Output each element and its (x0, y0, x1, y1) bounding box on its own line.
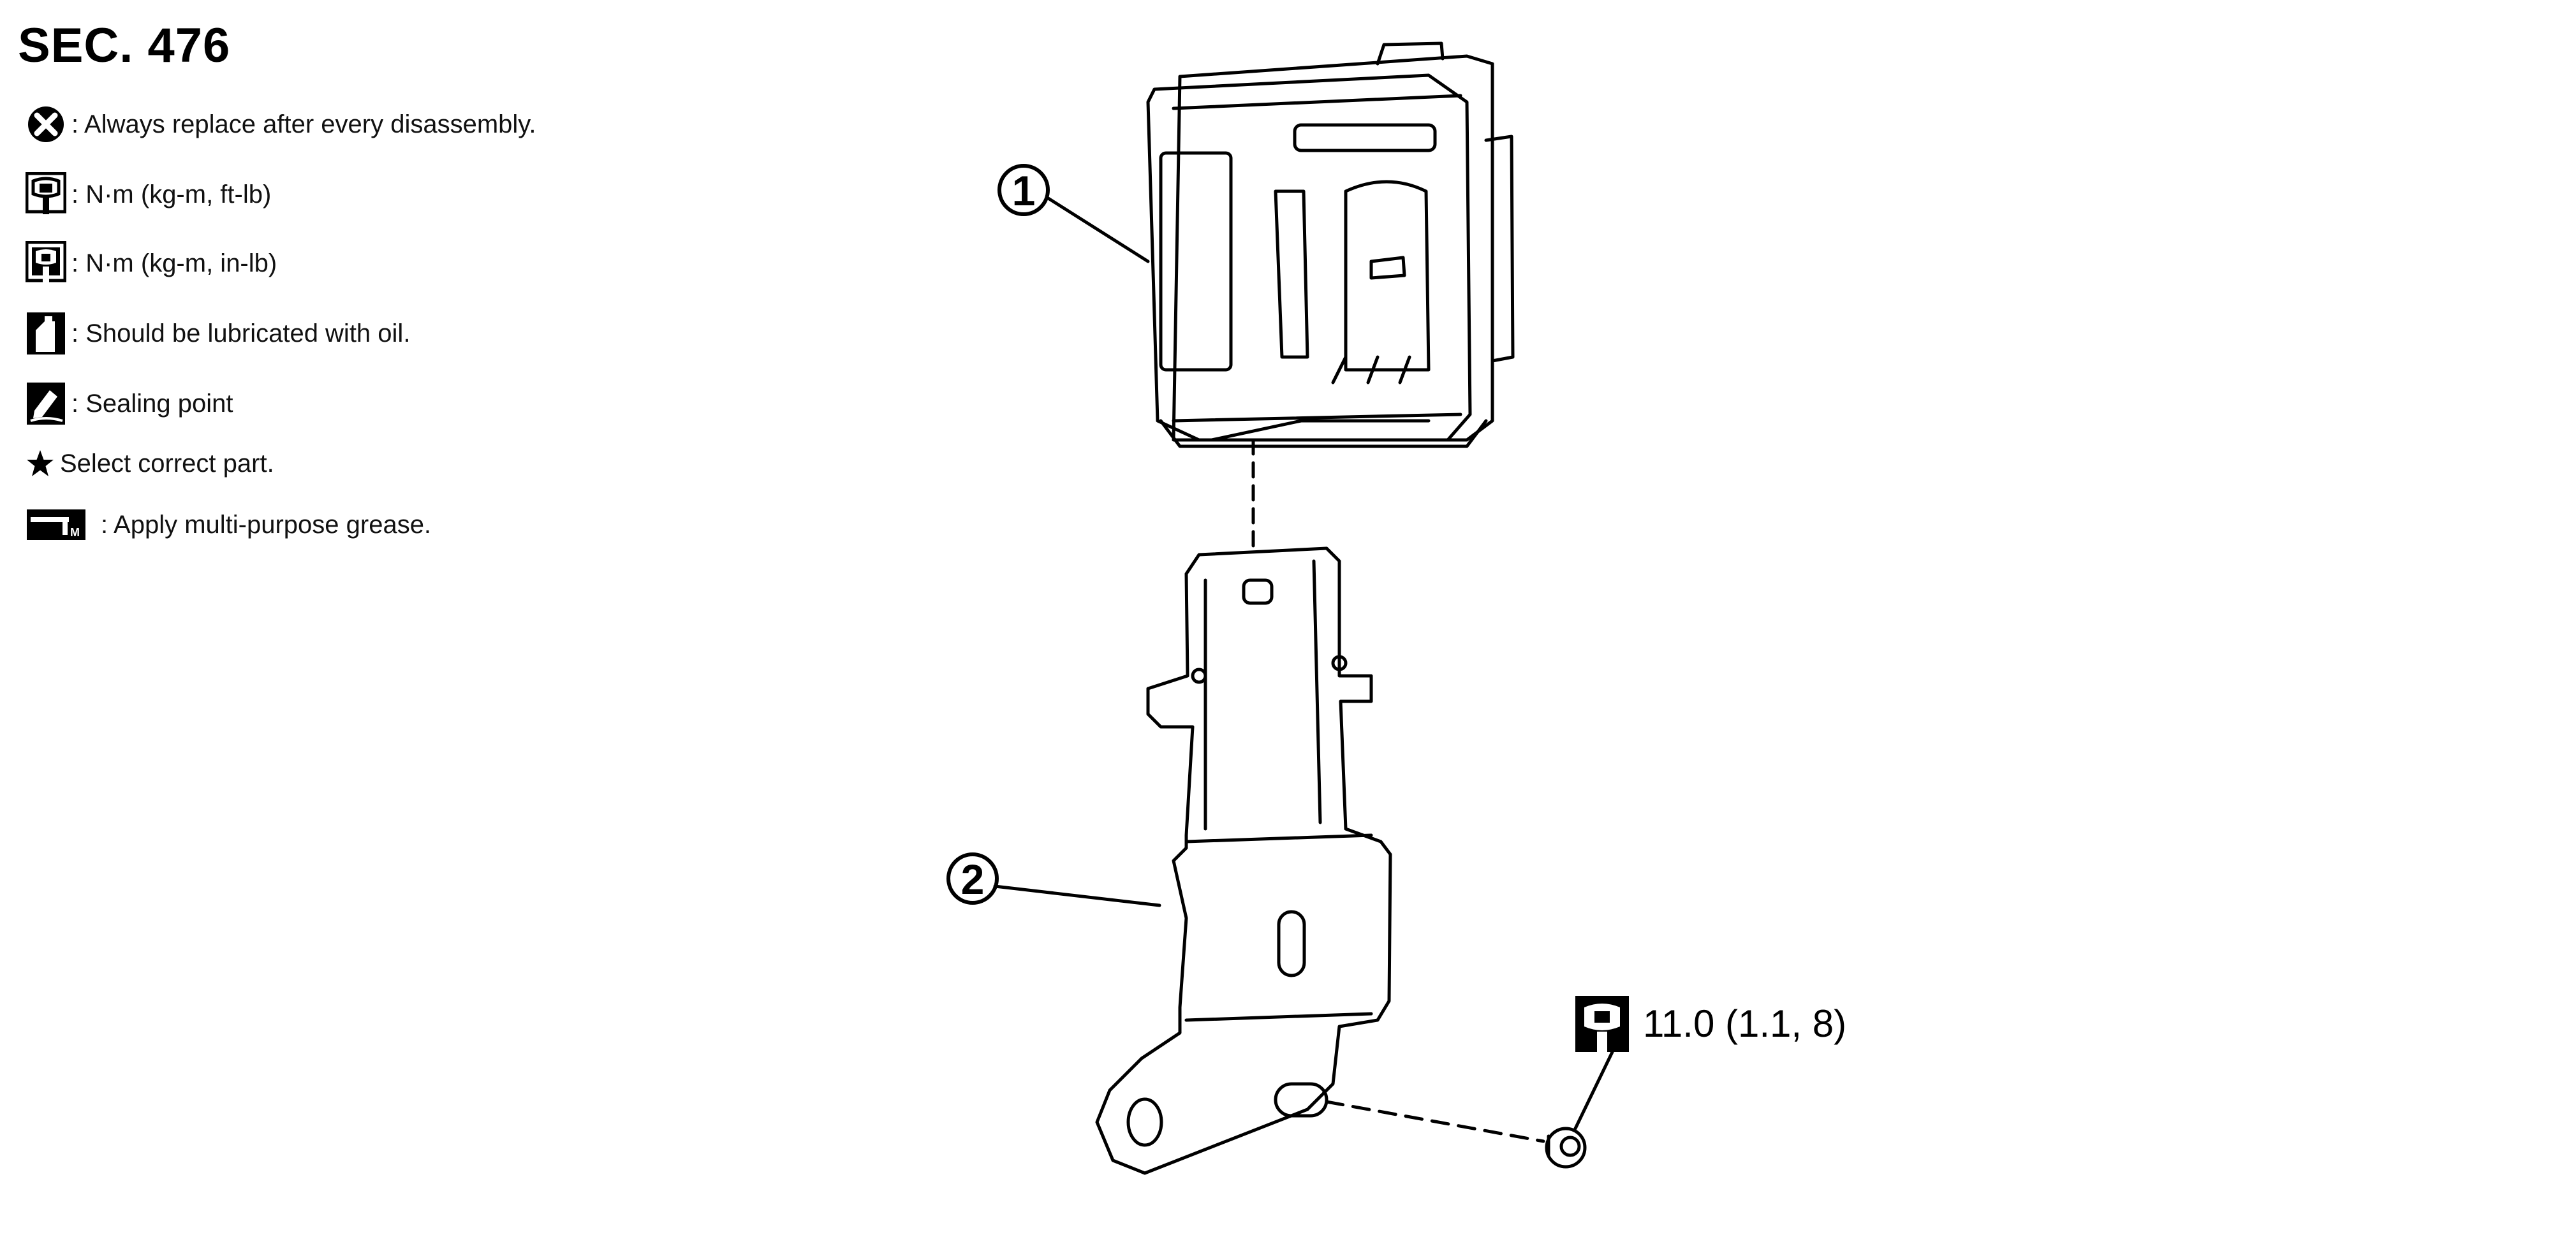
legend-text-torque-inlb: : N·m (kg-m, in-lb) (71, 249, 277, 277)
svg-text:M: M (70, 526, 80, 539)
section-title: SEC. 476 (18, 18, 231, 73)
leader-line-torque (1573, 1050, 1614, 1130)
nut-part (1545, 1127, 1587, 1169)
part-number-1-label: 1 (1012, 167, 1036, 214)
bracket-part (1095, 546, 1392, 1175)
leader-line-2 (993, 884, 1161, 907)
legend-text-star: Select correct part. (60, 449, 274, 478)
legend-item-oil: : Should be lubricated with oil. (26, 311, 410, 356)
torque-value: 11.0 (1.1, 8) (1643, 1002, 1846, 1045)
module-part (1146, 41, 1515, 448)
legend-text-sealing: : Sealing point (71, 389, 233, 418)
part-number-2: 2 (946, 852, 999, 905)
oil-can-icon (27, 312, 65, 354)
sealant-icon (27, 383, 65, 425)
legend-text-torque-ftlb: : N·m (kg-m, ft-lb) (71, 180, 272, 208)
legend-item-torque-inlb: : N·m (kg-m, in-lb) (26, 241, 277, 286)
torque-wrench-ftlb-icon (26, 172, 66, 214)
leader-line-1 (1045, 196, 1150, 263)
legend-item-sealing: : Sealing point (26, 381, 233, 426)
alignment-line-2 (1325, 1100, 1545, 1143)
legend-text-replace: : Always replace after every disassembly… (71, 110, 536, 138)
legend-text-oil: : Should be lubricated with oil. (71, 319, 411, 347)
part-number-1: 1 (997, 164, 1050, 216)
legend-item-replace: : Always replace after every disassembly… (26, 102, 536, 147)
grease-icon: M (27, 509, 85, 540)
legend-item-torque-ftlb: : N·m (kg-m, ft-lb) (26, 172, 271, 217)
torque-spec: 11.0 (1.1, 8) (1575, 996, 1846, 1052)
legend-item-grease: M : Apply multi-purpose grease. (26, 502, 431, 547)
star-icon (27, 450, 54, 476)
part-number-2-label: 2 (961, 856, 985, 903)
replace-x-icon (28, 106, 64, 142)
torque-wrench-inlb-icon (26, 241, 66, 283)
legend-text-grease: : Apply multi-purpose grease. (101, 510, 432, 539)
torque-wrench-ftlb-icon (1575, 996, 1629, 1052)
legend-item-star: Select correct part. (26, 441, 274, 486)
